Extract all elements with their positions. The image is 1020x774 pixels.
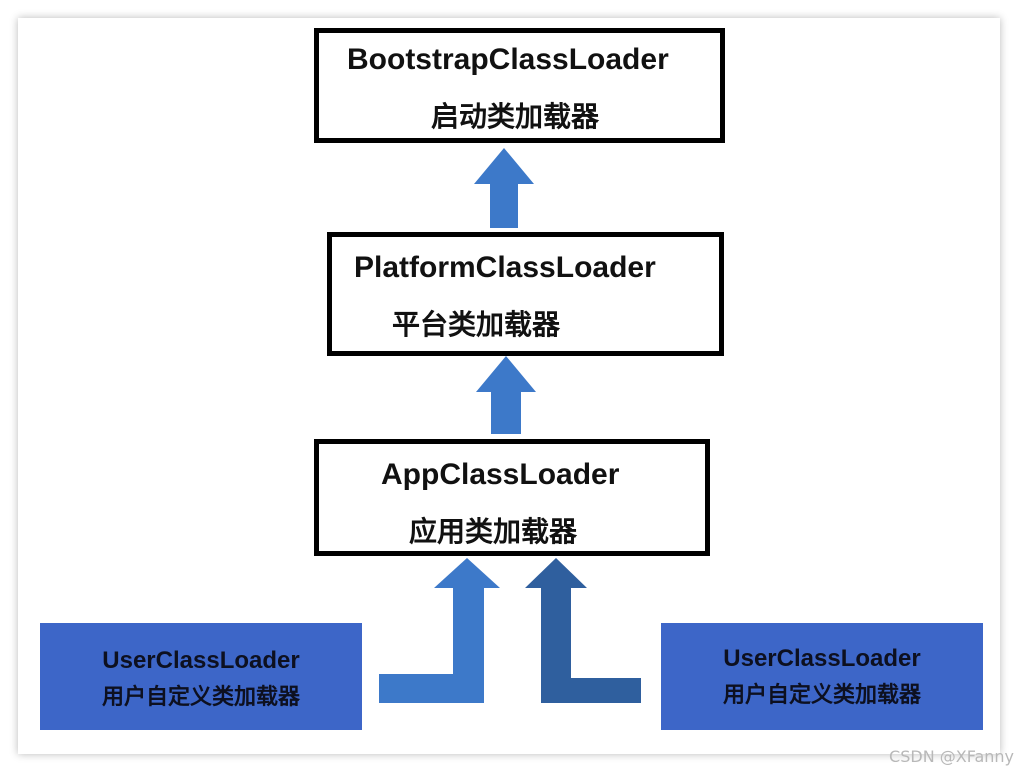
bootstrap-classloader-subtitle: 启动类加载器: [431, 100, 600, 133]
arrow-up-icon-platform-to-bootstrap: [474, 148, 534, 228]
arrow-up-icon-app-to-platform: [476, 356, 536, 434]
user-classloader-box-right: UserClassLoader 用户自定义类加载器: [661, 623, 983, 730]
user-classloader-label-right: UserClassLoader: [723, 645, 921, 672]
bootstrap-classloader-label: BootstrapClassLoader: [347, 43, 669, 76]
app-classloader-box: AppClassLoader 应用类加载器: [314, 439, 710, 556]
app-classloader-subtitle: 应用类加载器: [409, 515, 578, 548]
app-classloader-label: AppClassLoader: [381, 458, 620, 491]
user-classloader-subtitle-right: 用户自定义类加载器: [722, 683, 921, 708]
user-classloader-box-left: UserClassLoader 用户自定义类加载器: [40, 623, 362, 730]
elbow-arrow-icon-right-user-to-app: [525, 558, 641, 703]
platform-classloader-label: PlatformClassLoader: [354, 251, 656, 284]
platform-classloader-subtitle: 平台类加载器: [392, 308, 561, 341]
platform-classloader-box: PlatformClassLoader 平台类加载器: [327, 232, 724, 356]
user-classloader-label-left: UserClassLoader: [102, 647, 300, 674]
elbow-arrow-icon-left-user-to-app: [379, 558, 500, 703]
watermark: CSDN @XFanny: [889, 747, 1014, 766]
bootstrap-classloader-box: BootstrapClassLoader 启动类加载器: [314, 28, 725, 143]
user-classloader-subtitle-left: 用户自定义类加载器: [101, 685, 300, 710]
